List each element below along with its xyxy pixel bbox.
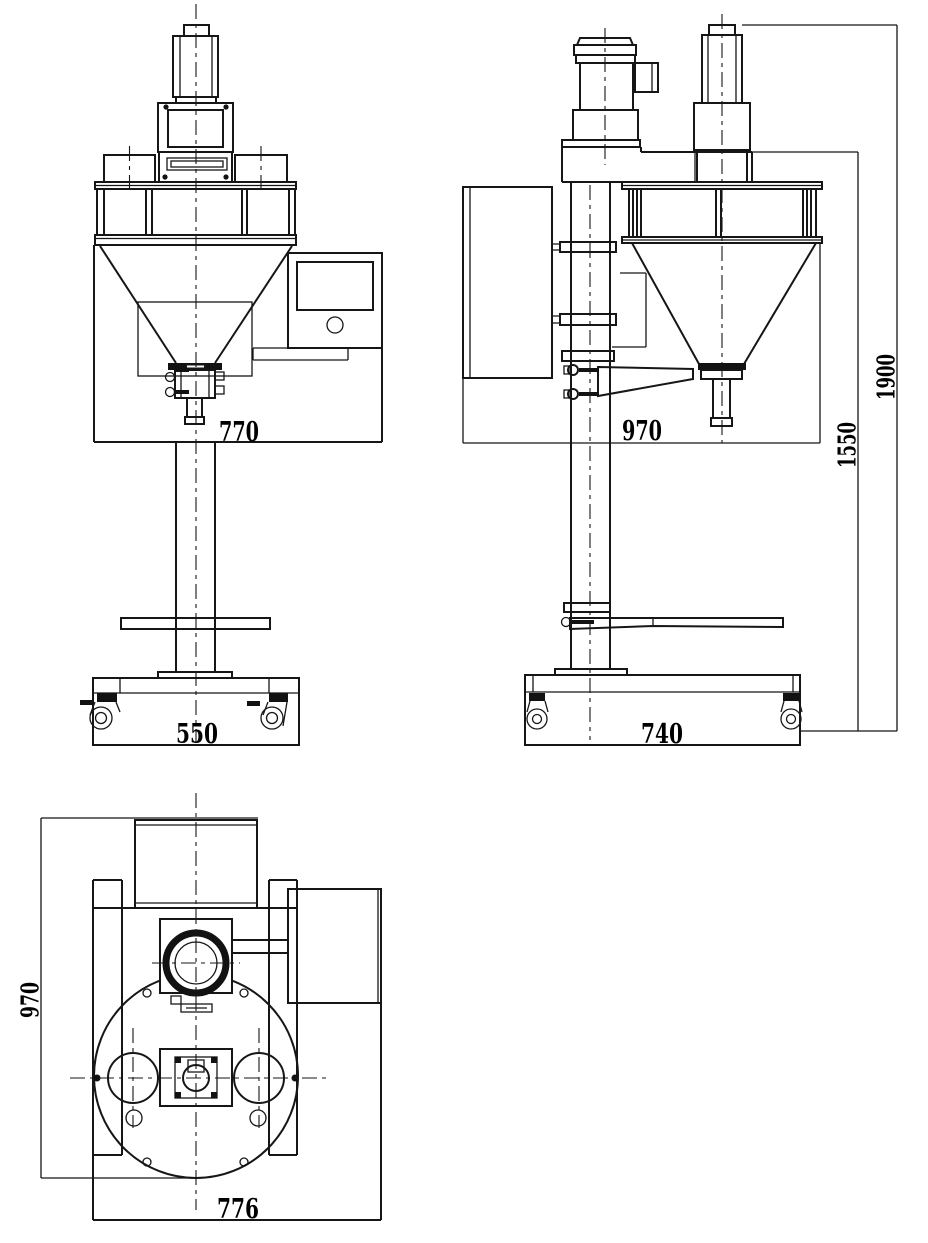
top-dimension-lines: [40, 817, 258, 1179]
dim-top-depth: 970: [16, 982, 45, 1018]
dim-top-overall-width: 776: [217, 1194, 259, 1225]
panel-button: [326, 316, 344, 334]
top-centerlines: [70, 793, 330, 1210]
dim-side-overall-height: 1900: [872, 354, 901, 400]
side-motor: [561, 28, 659, 165]
front-view: 770 550: [80, 4, 383, 750]
side-cantilever-arm: [561, 146, 753, 183]
dim-front-base-width: 550: [176, 719, 218, 750]
dim-side-base-depth: 740: [641, 719, 683, 750]
top-view: 970 776: [16, 793, 382, 1225]
side-support-bracket: [563, 364, 694, 400]
front-control-panel: [252, 252, 383, 361]
dim-side-body-depth: 970: [622, 416, 662, 447]
caster-wheel-side-right: [780, 693, 803, 730]
side-stand-column: [552, 182, 784, 676]
side-dimension-lines: [462, 24, 898, 732]
caster-wheel-front-right: [247, 693, 288, 730]
front-body-box: [93, 245, 383, 443]
side-shelf: [560, 616, 784, 631]
side-base-frame: [524, 674, 803, 746]
front-hopper-cone: [99, 245, 293, 364]
front-discharge-outlet: [164, 363, 225, 425]
side-hopper-cone: [612, 242, 817, 365]
side-view: 970 740 1550 1900: [462, 14, 901, 750]
top-frame-rails: [92, 879, 382, 1221]
caster-wheel-side-left: [526, 693, 549, 730]
caster-wheel-front-left: [80, 693, 121, 730]
dim-front-body-width: 770: [219, 417, 259, 448]
side-front-panel: [462, 186, 553, 379]
top-control-panel: [231, 888, 382, 1004]
dim-side-frame-height: 1550: [833, 422, 862, 468]
